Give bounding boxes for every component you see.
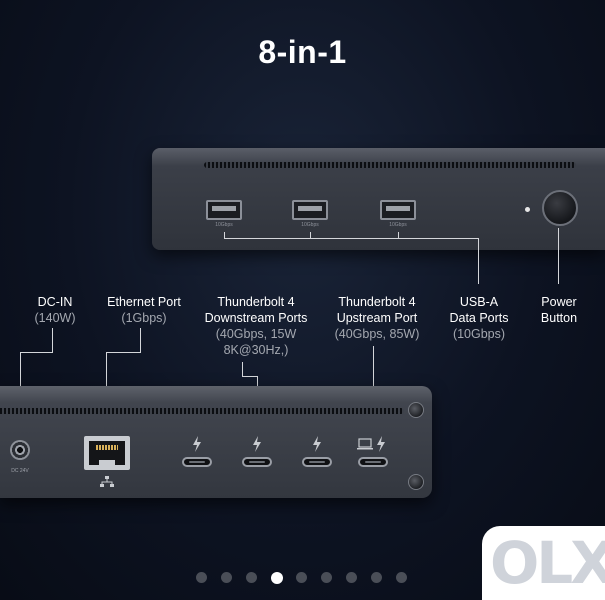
carousel-dot[interactable] bbox=[221, 572, 232, 583]
dock-rear-panel bbox=[0, 386, 432, 498]
carousel-dot[interactable] bbox=[196, 572, 207, 583]
usb-a-callout-line bbox=[224, 238, 479, 239]
carousel-dot[interactable] bbox=[371, 572, 382, 583]
usb-a-callout-line bbox=[310, 232, 311, 238]
status-led bbox=[525, 207, 530, 212]
usb-a-port-2 bbox=[292, 200, 328, 220]
thunderbolt-icon bbox=[193, 436, 201, 452]
tb4-downstream-port-1 bbox=[182, 457, 212, 467]
screw-icon bbox=[408, 474, 424, 490]
carousel-dot[interactable] bbox=[321, 572, 332, 583]
power-button-icon bbox=[542, 190, 578, 226]
screw-icon bbox=[408, 402, 424, 418]
usb-a-port-1-label: 10Gbps bbox=[215, 222, 233, 228]
dc-in-port bbox=[10, 440, 30, 460]
dc-jack-label: DC 24V bbox=[11, 468, 29, 474]
dc-in-label: DC-IN (140W) bbox=[34, 295, 76, 325]
tb4-upstream-port bbox=[358, 457, 388, 467]
usb-a-callout-line bbox=[478, 238, 479, 284]
thunderbolt-icon bbox=[377, 436, 385, 452]
carousel-dot[interactable] bbox=[296, 572, 307, 583]
usb-a-port-1 bbox=[206, 200, 242, 220]
usb-a-port-2-label: 10Gbps bbox=[301, 222, 319, 228]
usb-a-port-3-label: 10Gbps bbox=[389, 222, 407, 228]
laptop-icon bbox=[357, 438, 373, 450]
thunderbolt-icon bbox=[313, 436, 321, 452]
dc-in-callout-line bbox=[52, 328, 53, 352]
usb-a-callout-line bbox=[398, 232, 399, 238]
tb4-downstream-callout-line bbox=[242, 376, 258, 377]
dc-in-callout-line bbox=[20, 352, 53, 353]
olx-logo: OLX bbox=[490, 529, 605, 597]
vent-grille bbox=[204, 162, 576, 168]
power-callout-line bbox=[558, 228, 559, 284]
page-title: 8-in-1 bbox=[258, 34, 347, 70]
usb-a-label: USB-A Data Ports (10Gbps) bbox=[449, 295, 509, 341]
power-button-label: Power Button bbox=[540, 295, 578, 325]
ethernet-icon bbox=[100, 476, 114, 487]
vent-grille bbox=[0, 408, 404, 414]
tb4-downstream-callout-line bbox=[242, 362, 243, 376]
tb4-upstream-label: Thunderbolt 4 Upstream Port (40Gbps, 85W… bbox=[334, 295, 420, 341]
ethernet-callout-line bbox=[140, 328, 141, 352]
dock-front-panel: 10Gbps 10Gbps 10Gbps bbox=[152, 148, 605, 250]
ethernet-port bbox=[84, 436, 130, 470]
ethernet-port-label: Ethernet Port (1Gbps) bbox=[107, 295, 181, 325]
tb4-downstream-port-3 bbox=[302, 457, 332, 467]
tb4-downstream-label: Thunderbolt 4 Downstream Ports (40Gbps, … bbox=[204, 295, 308, 357]
ethernet-callout-line bbox=[106, 352, 141, 353]
carousel-dot[interactable] bbox=[346, 572, 357, 583]
usb-a-port-3 bbox=[380, 200, 416, 220]
thunderbolt-icon bbox=[253, 436, 261, 452]
usb-a-callout-line bbox=[224, 232, 225, 238]
carousel-dot-active[interactable] bbox=[271, 571, 283, 584]
carousel-dot[interactable] bbox=[396, 572, 407, 583]
carousel-dot[interactable] bbox=[246, 572, 257, 583]
olx-watermark: OLX bbox=[482, 526, 605, 600]
tb4-downstream-port-2 bbox=[242, 457, 272, 467]
